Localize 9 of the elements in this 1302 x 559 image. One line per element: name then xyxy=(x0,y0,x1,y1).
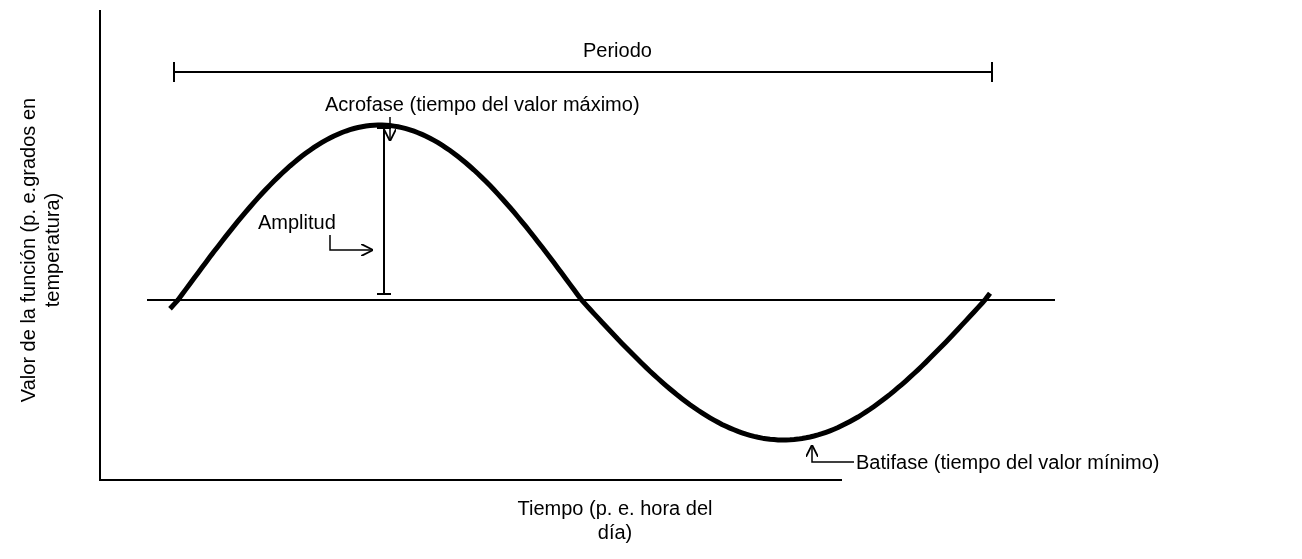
axis-title: Tiempo (p. e. hora del día) xyxy=(516,496,714,544)
period-label: Periodo xyxy=(583,38,652,62)
leader-arrow xyxy=(805,443,855,463)
leader-arrow xyxy=(383,116,397,143)
annotation-label: Acrofase (tiempo del valor máximo) xyxy=(325,92,640,116)
annotation-label: Amplitud xyxy=(258,210,336,234)
annotation-label: Batifase (tiempo del valor mínimo) xyxy=(856,450,1160,474)
axis-title: Valor de la función (p. e.grados en temperatura) xyxy=(16,96,64,405)
leader-arrow xyxy=(329,234,375,257)
